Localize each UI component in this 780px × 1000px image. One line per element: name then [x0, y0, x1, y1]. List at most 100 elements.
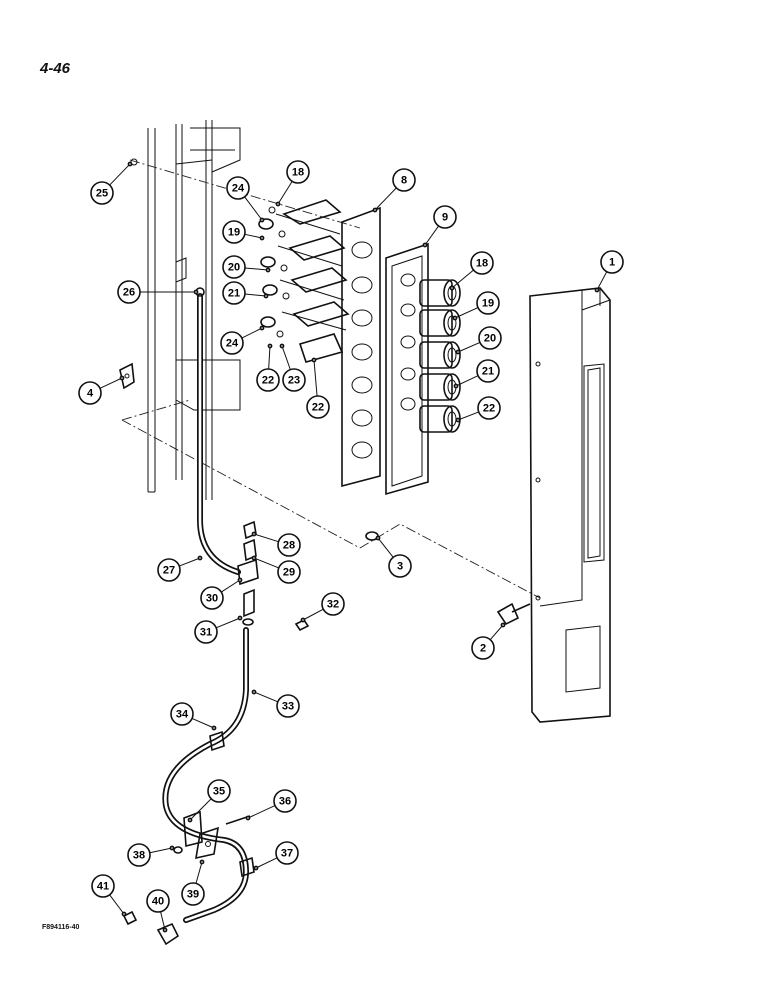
callout-leader-line [253, 691, 279, 703]
callout-label: 22 [262, 375, 274, 387]
callout-leader-line [374, 187, 397, 211]
callout-circle [226, 176, 250, 200]
callout-3: 3 [375, 535, 412, 578]
callout-circle [127, 843, 151, 867]
callout-leader-line [451, 269, 474, 289]
page-number: 4-46 [40, 60, 71, 77]
callout-leader-line [191, 717, 215, 729]
callout-circle [181, 882, 205, 906]
clip-part-4 [119, 362, 135, 390]
callout-circle [207, 779, 231, 803]
callout-label: 37 [281, 848, 293, 860]
callout-label: 8 [401, 175, 407, 187]
callout-leader-tip [259, 217, 265, 223]
callout-leader-tip [375, 535, 381, 541]
callout-circle [78, 381, 102, 405]
callout-18: 18 [449, 251, 494, 291]
callout-leader-line [253, 533, 279, 543]
callout-label: 24 [232, 183, 245, 195]
callout-leader-line [253, 557, 279, 569]
callout-circle [282, 368, 306, 392]
callout-leader-tip [259, 235, 265, 241]
callout-40: 40 [146, 889, 170, 933]
callout-leader-tip [197, 555, 203, 561]
callout-8: 8 [372, 168, 416, 213]
callout-label: 18 [292, 167, 304, 179]
callout-circle [388, 554, 412, 578]
callout-leader-tip [500, 622, 506, 628]
callout-leader-tip [452, 315, 458, 321]
callout-20: 20 [455, 326, 502, 355]
callout-leader-tip [237, 577, 243, 583]
callout-leader-tip [199, 859, 205, 865]
callout-leader-tip [119, 375, 125, 381]
callout-leader-line [302, 608, 324, 621]
callout-label: 20 [484, 333, 496, 345]
callout-leader-line [255, 857, 278, 869]
callout-label: 40 [152, 896, 164, 908]
callout-label: 27 [163, 565, 175, 577]
callout-leader-line [215, 617, 241, 629]
callout-leader-line [454, 307, 479, 319]
callout-label: 2 [480, 643, 486, 655]
callout-leader-tip [265, 267, 271, 273]
callout-circle [273, 789, 297, 813]
callout-1: 1 [594, 250, 624, 293]
callout-28: 28 [251, 531, 301, 557]
callout-leader-tip [169, 845, 175, 851]
callout-circle [146, 889, 170, 913]
callout-circle [471, 636, 495, 660]
callout-circle [256, 368, 280, 392]
callout-label: 28 [283, 540, 295, 552]
callout-label: 38 [133, 850, 145, 862]
callout-31: 31 [194, 615, 243, 644]
callout-leader-line [247, 805, 276, 819]
callout-leader-tip [422, 242, 428, 248]
callout-label: 31 [200, 627, 212, 639]
callout-label: 26 [123, 287, 135, 299]
callout-leader-tip [251, 555, 257, 561]
callout-circle [222, 255, 246, 279]
callout-leader-line [377, 537, 394, 558]
callout-label: 41 [97, 881, 109, 893]
callout-circle [222, 281, 246, 305]
callout-2: 2 [471, 622, 506, 660]
callout-leader-tip [162, 927, 168, 933]
callout-35: 35 [187, 779, 231, 823]
callout-circle [200, 586, 224, 610]
callout-circle [222, 220, 246, 244]
callout-leader-tip [300, 617, 306, 623]
callout-circle [275, 841, 299, 865]
callout-leader-line [457, 341, 481, 353]
callout-33: 33 [251, 689, 300, 718]
callout-27: 27 [157, 555, 203, 582]
callout-label: 39 [187, 889, 199, 901]
clamps-and-fittings [122, 730, 255, 946]
callout-label: 32 [327, 599, 339, 611]
callout-leader-tip [237, 615, 243, 621]
callout-leader-tip [245, 815, 251, 821]
callout-leader-line [160, 911, 166, 931]
callout-9: 9 [422, 205, 457, 248]
callout-leader-tip [275, 201, 281, 207]
callout-leader-tip [455, 349, 461, 355]
callout-circle [277, 560, 301, 584]
callout-leader-line [244, 233, 263, 239]
callout-leader-line [455, 375, 479, 387]
callout-leader-line [313, 359, 318, 397]
cover-panel-part-1 [529, 287, 611, 723]
callout-leader-tip [127, 161, 133, 167]
callout-leader-line [268, 345, 271, 370]
callout-circle [478, 326, 502, 350]
callout-label: 36 [279, 796, 291, 808]
callout-leader-line [109, 163, 131, 186]
callout-36: 36 [245, 789, 297, 821]
callout-circle [321, 592, 345, 616]
callout-label: 20 [228, 262, 240, 274]
callout-label: 22 [312, 402, 324, 414]
quick-couplers [419, 279, 461, 433]
callout-label: 1 [609, 257, 615, 269]
callout-leader-tip [253, 865, 259, 871]
